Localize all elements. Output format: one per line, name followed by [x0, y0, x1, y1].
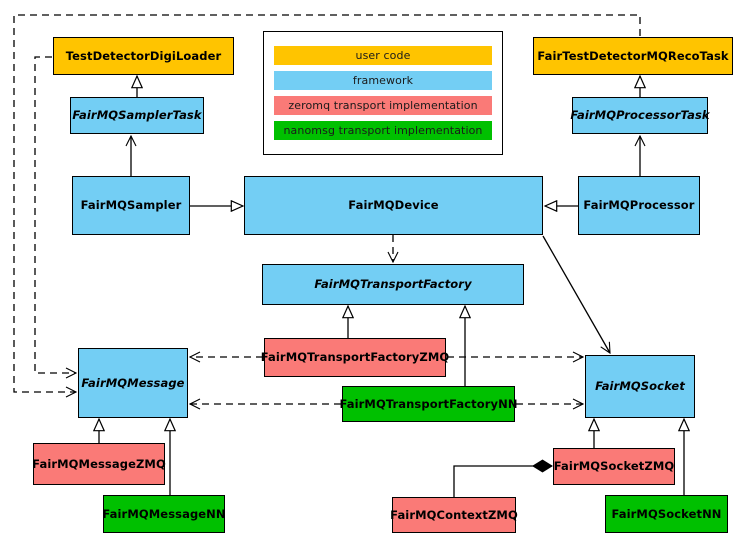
legend-label: zeromq transport implementation	[288, 99, 478, 112]
class-label: TestDetectorDigiLoader	[65, 48, 222, 63]
class-label: FairMQSocketNN	[611, 506, 722, 521]
class-label: FairMQSocket	[595, 379, 685, 394]
class-box-fairmqprocessor[interactable]: FairMQProcessor	[578, 176, 700, 235]
class-box-fairmqtransportfactoryzmq[interactable]: FairMQTransportFactoryZMQ	[261, 338, 449, 377]
class-label: FairMQTransportFactoryNN	[339, 396, 518, 411]
class-label: FairMQTransportFactory	[314, 277, 472, 292]
class-box-testdetectordigiloader[interactable]: TestDetectorDigiLoader	[53, 37, 234, 75]
legend-label: nanomsg transport implementation	[283, 124, 483, 137]
color-legend: user code framework zeromq transport imp…	[263, 31, 503, 155]
legend-item-zeromq: zeromq transport implementation	[274, 96, 492, 115]
class-box-fairmqsampler[interactable]: FairMQSampler	[72, 176, 190, 235]
class-label: FairMQMessageNN	[102, 506, 226, 521]
class-label: FairMQSamplerTask	[72, 108, 202, 123]
legend-label: framework	[352, 74, 414, 87]
class-box-fairmqsocketnn[interactable]: FairMQSocketNN	[605, 495, 728, 533]
legend-item-framework: framework	[274, 71, 492, 90]
class-box-fairmqtransportfactorynn[interactable]: FairMQTransportFactoryNN	[339, 386, 518, 422]
class-label: FairMQContextZMQ	[390, 507, 518, 522]
class-box-fairmqmessagezmq[interactable]: FairMQMessageZMQ	[32, 443, 166, 485]
class-box-fairmqdevice[interactable]: FairMQDevice	[244, 176, 543, 235]
class-label: FairMQDevice	[348, 198, 439, 213]
legend-label: user code	[355, 49, 411, 62]
class-box-fairtestdetectormqrecotask[interactable]: FairTestDetectorMQRecoTask	[533, 37, 733, 75]
class-label: FairTestDetectorMQRecoTask	[537, 48, 729, 63]
edge-device-socket	[542, 235, 610, 353]
class-label: FairMQTransportFactoryZMQ	[260, 350, 450, 365]
class-box-fairmqtransportfactory[interactable]: FairMQTransportFactory	[262, 264, 524, 305]
class-box-fairmqcontextzmq[interactable]: FairMQContextZMQ	[390, 497, 518, 533]
class-label: FairMQProcessor	[583, 198, 695, 213]
class-label: FairMQMessage	[81, 375, 185, 390]
class-label: FairMQMessageZMQ	[32, 456, 166, 471]
class-box-fairmqsocketzmq[interactable]: FairMQSocketZMQ	[553, 448, 675, 485]
class-box-fairmqmessage[interactable]: FairMQMessage	[78, 348, 188, 418]
edge-contextzmq-socketzmq	[453, 466, 552, 497]
legend-item-user-code: user code	[274, 46, 492, 65]
legend-item-nanomsg: nanomsg transport implementation	[274, 121, 492, 140]
class-box-fairmqsamplertask[interactable]: FairMQSamplerTask	[70, 97, 204, 134]
class-label: FairMQProcessorTask	[570, 108, 710, 123]
class-box-fairmqprocessortask[interactable]: FairMQProcessorTask	[570, 97, 710, 134]
class-box-fairmqmessagenn[interactable]: FairMQMessageNN	[102, 495, 226, 533]
class-label: FairMQSampler	[80, 198, 182, 213]
class-box-fairmqsocket[interactable]: FairMQSocket	[585, 355, 695, 418]
class-label: FairMQSocketZMQ	[553, 459, 675, 474]
